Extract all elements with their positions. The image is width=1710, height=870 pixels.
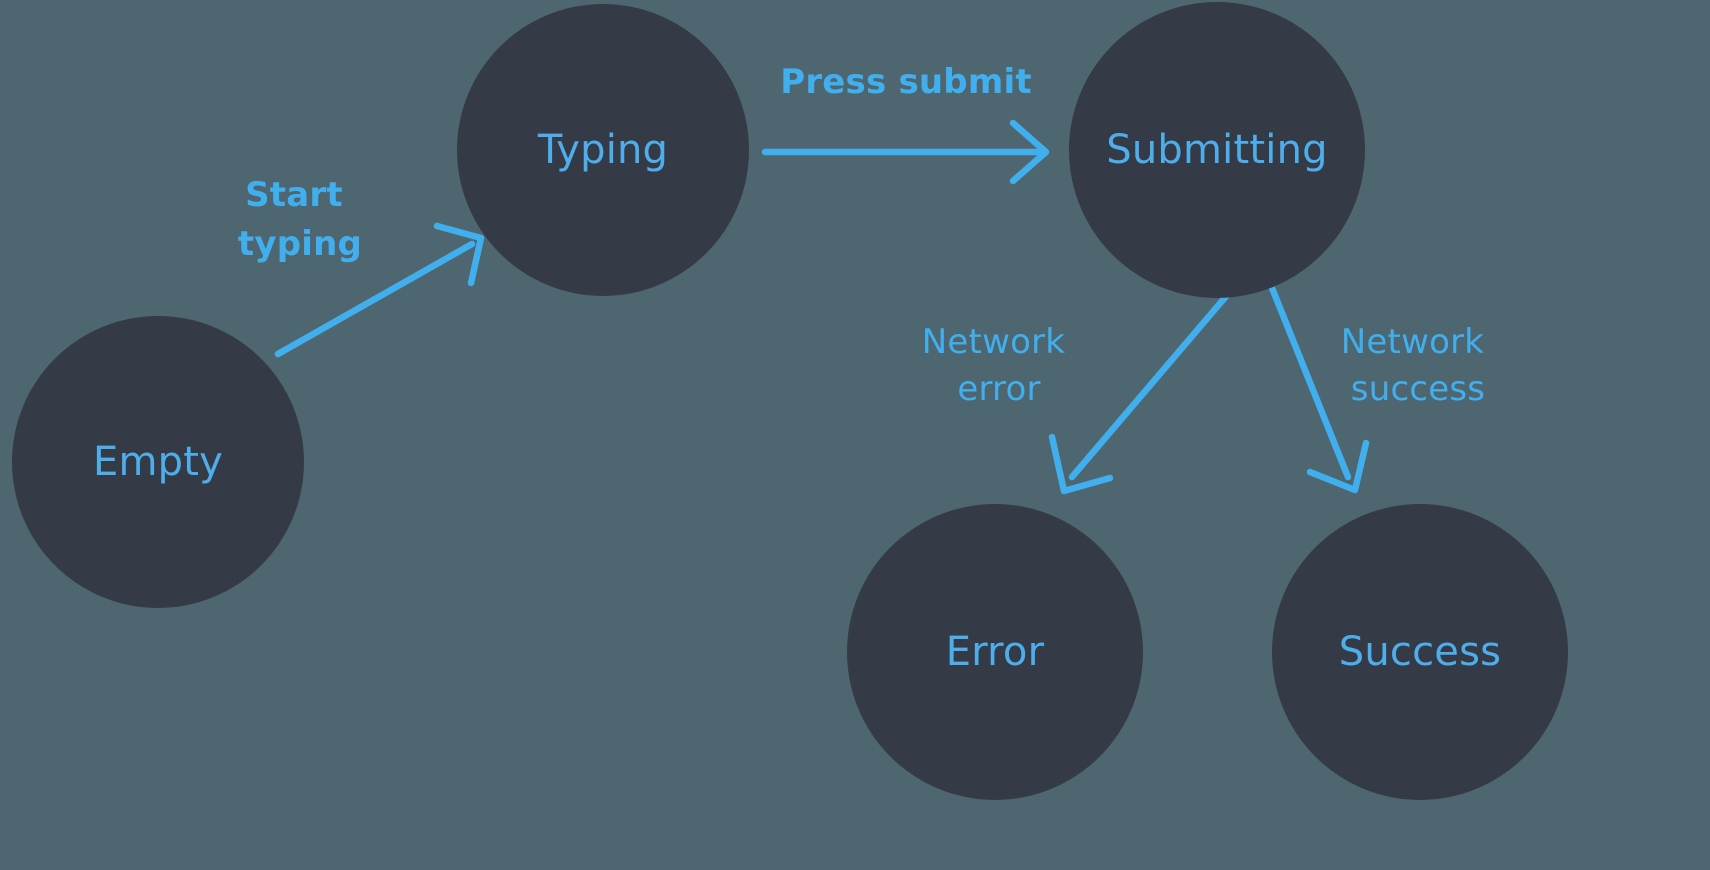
transition-start-typing-label-line-0: Start <box>245 175 343 215</box>
transition-network-success-arrowhead <box>1306 439 1370 494</box>
transition-network-error-label-line-0: Network <box>922 322 1065 362</box>
transition-network-error-line <box>1068 290 1232 481</box>
state-node-empty[interactable]: Empty <box>12 316 304 608</box>
transition-press-submit[interactable]: Press submit <box>761 62 1050 185</box>
transition-start-typing-label: Start typing <box>238 175 362 264</box>
transition-network-error-label: Network error <box>922 322 1076 409</box>
transition-network-error-label-line-1: error <box>957 369 1040 409</box>
transition-start-typing-arrowhead <box>433 222 485 287</box>
transition-network-success-line <box>1268 284 1352 481</box>
state-node-error-label: Error <box>946 629 1045 675</box>
state-node-submitting[interactable]: Submitting <box>1069 2 1365 298</box>
transition-network-success-label-line-0: Network <box>1341 322 1484 362</box>
state-node-success-label: Success <box>1339 629 1501 675</box>
state-node-typing-label: Typing <box>537 127 668 173</box>
transition-network-success-label-line-1: success <box>1351 369 1485 409</box>
transition-network-success-label: Network success <box>1341 322 1495 409</box>
transition-press-submit-label-line-0: Press submit <box>780 62 1032 102</box>
state-node-success[interactable]: Success <box>1272 504 1568 800</box>
state-node-success-circle <box>1272 504 1568 800</box>
transition-network-success[interactable]: Network success <box>1268 284 1495 494</box>
transition-start-typing[interactable]: Start typing <box>238 175 485 358</box>
transition-press-submit-label: Press submit <box>780 62 1032 102</box>
state-node-typing[interactable]: Typing <box>457 4 749 296</box>
state-node-empty-label: Empty <box>93 439 223 485</box>
state-node-typing-circle <box>457 4 749 296</box>
transition-start-typing-line <box>274 240 476 358</box>
transition-network-error-arrowhead <box>1048 433 1114 495</box>
state-node-submitting-circle <box>1069 2 1365 298</box>
transition-start-typing-label-line-1: typing <box>238 224 362 264</box>
state-node-error[interactable]: Error <box>847 504 1143 800</box>
state-node-error-circle <box>847 504 1143 800</box>
state-node-submitting-label: Submitting <box>1106 127 1327 173</box>
state-node-empty-circle <box>12 316 304 608</box>
transition-press-submit-arrowhead <box>1009 119 1050 185</box>
transition-network-error[interactable]: Network error <box>922 290 1232 495</box>
